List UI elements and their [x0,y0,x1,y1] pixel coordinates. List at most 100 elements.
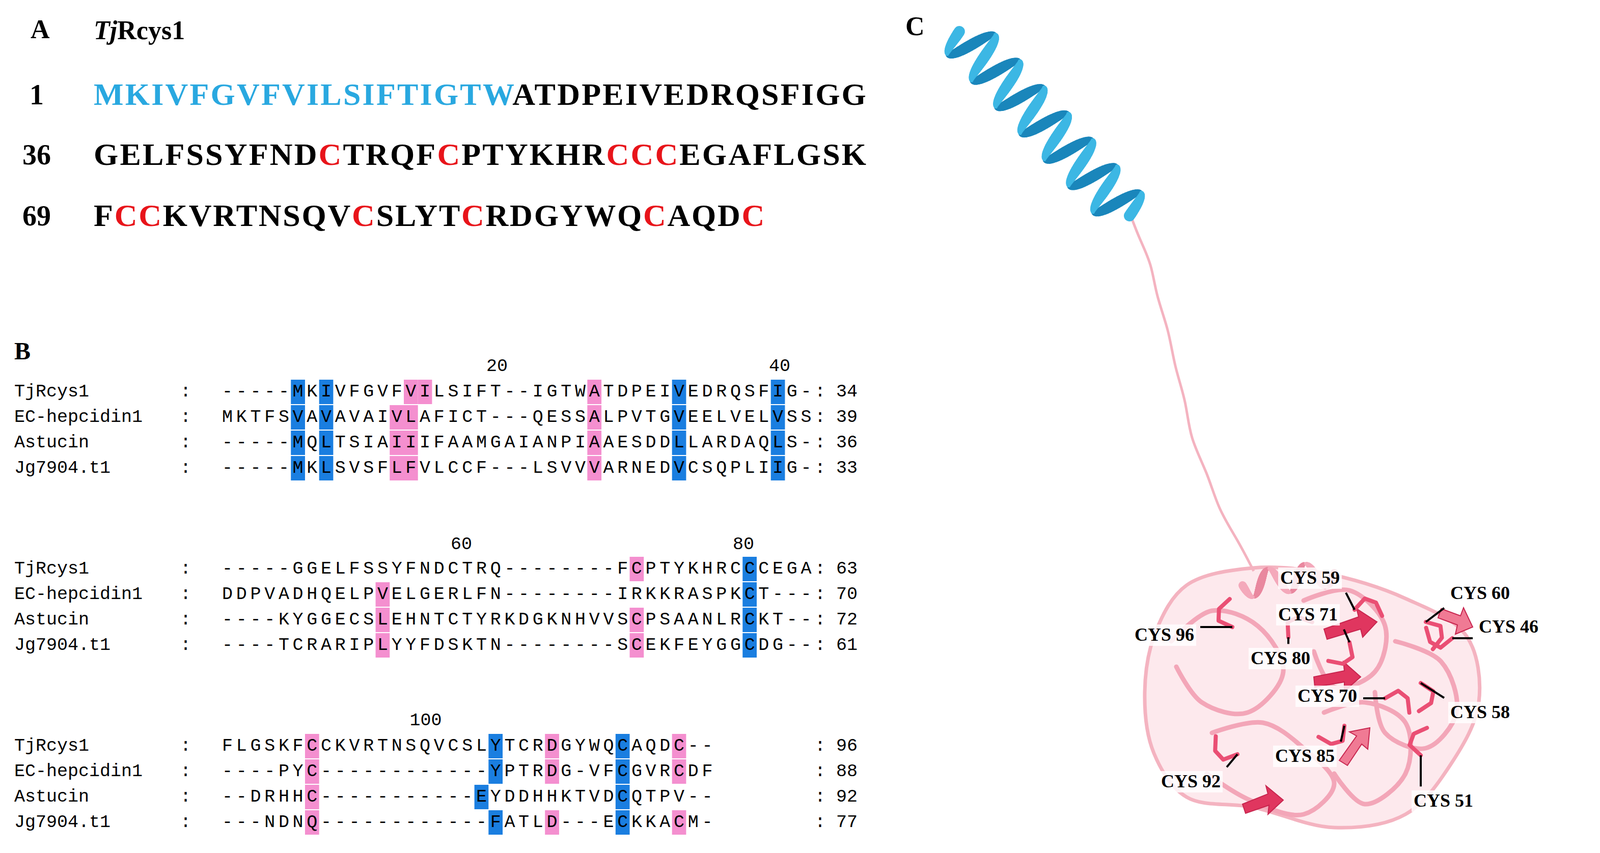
beta-strand [1242,786,1284,815]
sequence-line: GELFSSYFNDCTRQFCPTYKHRCCCEGAFLGSK [93,136,868,173]
residue-char: V [327,198,353,233]
residue-char: G [93,136,120,172]
residue-char: K [125,76,152,112]
helix-stroke [1261,568,1268,575]
residue-char: I [420,76,434,112]
leader-line [1340,726,1345,742]
residue-char: R [365,136,391,172]
residue-char: C [461,198,486,233]
residue-char: V [164,76,190,112]
residue-char: T [459,76,483,112]
residue-char: R [582,136,607,172]
sequence-name: Jg7904.t1 [14,635,111,656]
residue-char: L [320,76,344,112]
residue-count: : 61 [814,635,858,656]
residue-char: K [162,198,189,233]
ruler-number: 20 [486,356,508,377]
residue-char: T [236,198,259,233]
residue-count: : 34 [814,381,858,403]
coil-strand [1206,722,1335,816]
residue-char: R [212,198,236,233]
separator: : [180,458,191,479]
residue-char: R [117,15,137,45]
helix-stroke [1104,187,1107,191]
linker-coil [1131,217,1254,572]
residue-char: S [343,76,363,112]
sequence-name: Astucin [14,432,90,454]
helix-stroke [1261,568,1268,575]
residue-char: W [482,76,513,112]
residue-char: L [395,198,415,233]
leader-line [1345,593,1355,611]
aligned-sequence: -----MKLSVSFLFVLCCF---LSVVVARNEDVCSQPLII… [222,458,815,479]
residue-char: T [397,76,421,112]
sequence-name: EC-hepcidin1 [14,761,143,783]
cysteine-stick [1218,599,1233,628]
sequence-name: EC-hepcidin1 [14,584,143,605]
separator: : [180,432,191,454]
residue-char: T [534,76,558,112]
residue-char: Q [691,198,718,233]
sequence-name: Jg7904.t1 [14,458,111,479]
residue-count: : 70 [814,584,858,605]
leader-lines [1200,593,1473,788]
residue-char: C [114,198,140,233]
panel-letter: B [14,337,31,366]
aligned-sequence: -----MQLTSIAIIIFAAMGAIANPIAAESDDLLARDAQL… [222,432,815,454]
residue-char: G [841,76,868,112]
helix-ribbon [947,31,1142,216]
separator: : [180,584,191,605]
residue-char: E [119,136,143,172]
residue-char: G [534,198,561,233]
residue-char: Q [301,198,328,233]
residue-char: 1 [171,15,185,45]
cysteine-label: CYS 92 [1159,771,1223,793]
helix-stroke [1261,569,1268,576]
cysteine-label: CYS 80 [1248,648,1313,670]
helix-stroke [1262,568,1268,575]
cysteine-label: CYS 71 [1276,604,1340,626]
residue-count: : 63 [814,559,858,580]
aligned-sequence: --DRHHC-----------EYDDHHKTVDCQTPV-- [222,787,716,808]
residue-count: : 88 [814,761,858,783]
residue-count: : 33 [814,458,858,479]
aligned-sequence: ---NDNQ------------FATLD---ECKKACM- [222,812,716,834]
residue-char: T [482,136,506,172]
helix-stroke [1253,592,1259,598]
residue-char: C [436,136,462,172]
residue-char: E [602,76,626,112]
residue-char: E [679,136,703,172]
panel-letter: C [905,11,925,42]
residue-char: C [630,136,655,172]
residue-char: T [93,15,110,45]
separator: : [180,559,191,580]
residue-char: I [151,76,165,112]
cysteine-stick [1354,598,1383,617]
residue-char: V [236,76,262,112]
residue-char: j [109,15,118,45]
residue-char: L [773,136,797,172]
aligned-sequence: -----GGELFSSYFNDCTRQ--------FCPTYKHRCCCE… [222,559,815,580]
helix-stroke [1240,585,1250,594]
helix-stroke [957,31,960,35]
helix-stroke [1007,81,1010,85]
leader-line [1363,697,1386,700]
cysteine-label: CYS 58 [1448,702,1512,724]
residue-count: : 96 [814,736,858,757]
separator: : [180,635,191,656]
aligned-sequence: MKTFSVAVAVAIVLAFICT---QESSALPVTGVEELVELV… [222,407,815,428]
leader-line [1343,629,1350,643]
residue-char: Q [390,136,417,172]
residue-char: L [142,136,166,172]
aligned-sequence: DDPVADHQELPVELGERLFN--------IRKKRASPKCT-… [222,584,815,605]
residue-char: C [351,198,377,233]
sequence-name: EC-hepcidin1 [14,407,143,428]
cysteine-stick [1328,642,1353,665]
helix-stroke [1253,591,1260,598]
residue-char: D [294,136,319,172]
residue-char: I [362,76,377,112]
residue-char: D [557,76,582,112]
residue-char: D [509,198,535,233]
residue-char: R [710,76,736,112]
residue-number: 69 [22,199,51,233]
